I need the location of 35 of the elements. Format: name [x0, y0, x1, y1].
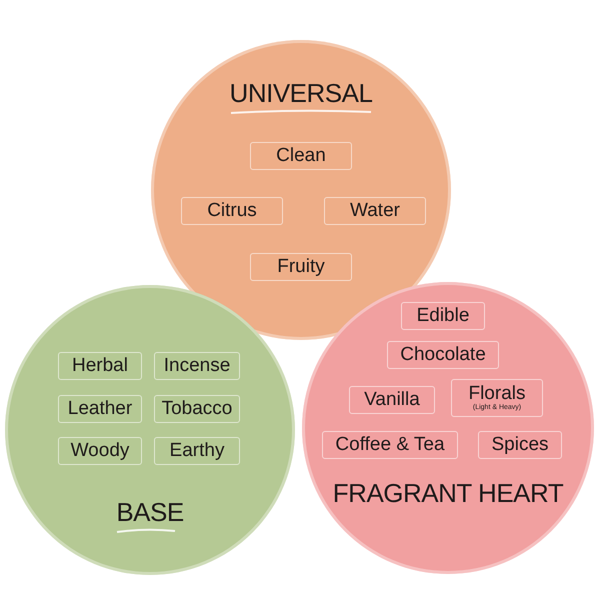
note-tag — [58, 395, 142, 423]
note-label: Earthy — [170, 441, 224, 461]
note-label: Herbal — [72, 356, 128, 376]
note-tag — [250, 253, 352, 281]
note-tag — [451, 379, 543, 417]
note-label: Clean — [276, 146, 326, 166]
note-label: Vanilla — [364, 390, 420, 410]
note-tag — [324, 197, 426, 225]
note-label: Incense — [164, 356, 230, 376]
note-tag — [401, 302, 485, 330]
note-tag — [478, 431, 562, 459]
note-label: Coffee & Tea — [335, 435, 445, 455]
note-tag — [154, 352, 240, 380]
note-tag — [58, 352, 142, 380]
note-tag — [322, 431, 458, 459]
note-tag — [154, 395, 240, 423]
note-tag — [154, 437, 240, 465]
note-tag — [387, 341, 499, 369]
note-label: Edible — [416, 306, 470, 326]
note-tag — [58, 437, 142, 465]
note-label: Leather — [68, 399, 132, 419]
note-label: Water — [350, 201, 400, 221]
note-label: Spices — [491, 435, 549, 455]
note-label: Fruity — [277, 257, 325, 277]
category-heading: UNIVERSAL — [228, 80, 374, 106]
note-tag — [181, 197, 283, 225]
note-tag — [250, 142, 352, 170]
note-tag — [349, 386, 435, 414]
note-label: Florals — [468, 384, 526, 404]
category-heading: BASE — [115, 499, 185, 525]
note-label: Woody — [70, 441, 130, 461]
note-label: Chocolate — [400, 345, 486, 365]
category-heading: FRAGRANT HEART — [332, 480, 564, 506]
note-label: Tobacco — [162, 399, 232, 419]
note-label: Citrus — [207, 201, 257, 221]
